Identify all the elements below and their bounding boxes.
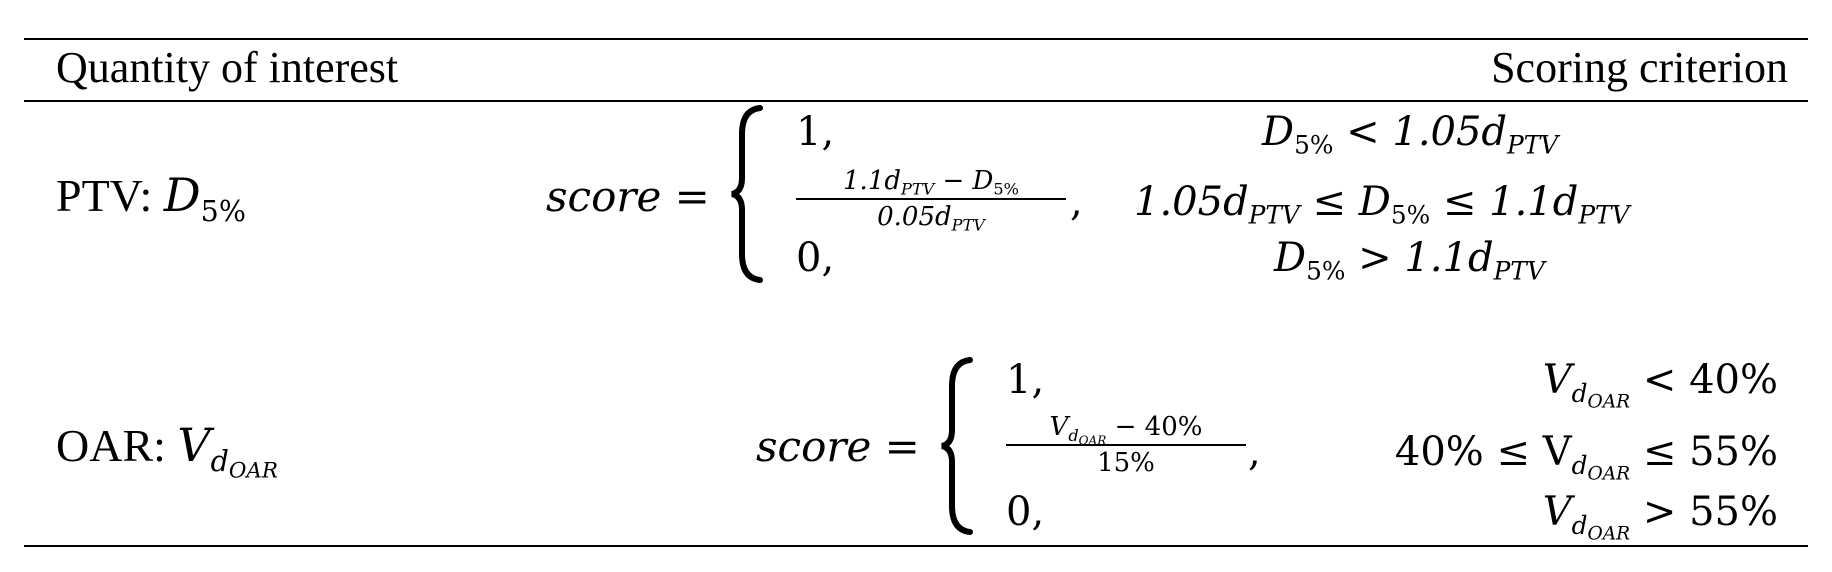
header-quantity: Quantity of interest — [56, 43, 399, 92]
row-ptv-case2-comma: , — [1070, 179, 1083, 225]
row-oar-score-lhs: score = — [756, 422, 920, 471]
row-ptv-case3-value: 0, — [796, 235, 835, 281]
table-top-rule — [24, 38, 1808, 40]
row-oar-case2-comma: , — [1248, 429, 1261, 475]
table-bottom-rule — [24, 545, 1808, 547]
row-ptv-case1-condition: D5% < 1.05dPTV — [1262, 109, 1559, 160]
row-ptv-case3-condition: D5% > 1.1dPTV — [1274, 235, 1545, 286]
header-criterion: Scoring criterion — [1491, 43, 1788, 92]
row-ptv-score-lhs: score = — [546, 172, 710, 221]
row-oar-case1-condition: VdOAR < 40% — [1542, 357, 1778, 413]
row-oar-label-prefix: OAR: — [56, 420, 178, 471]
row-ptv-case2-fraction: 1.1dPTV − D5% 0.05dPTV — [796, 168, 1066, 233]
row-oar-label-sub: dOAR — [210, 444, 278, 484]
row-oar-case3-condition: VdOAR > 55% — [1542, 489, 1778, 545]
row-oar-label-var: V — [177, 418, 211, 472]
row-oar-case1-value: 1, — [1006, 357, 1045, 403]
table-header-rule — [24, 100, 1808, 102]
row-ptv-brace — [731, 105, 763, 283]
row-ptv-case1-value: 1, — [796, 109, 835, 155]
row-oar-case2-fraction: VdOAR − 40% 15% — [1006, 414, 1246, 476]
row-ptv-case2-condition: 1.05dPTV ≤ D5% ≤ 1.1dPTV — [1134, 179, 1630, 230]
row-ptv-label: PTV: D5% — [56, 170, 246, 226]
row-ptv-label-var: D — [163, 168, 201, 222]
row-oar-case3-value: 0, — [1006, 489, 1045, 535]
row-oar-brace — [941, 357, 973, 535]
row-ptv-label-sub: 5% — [200, 194, 246, 228]
row-oar-case2-condition: 40% ≤ VdOAR ≤ 55% — [1394, 429, 1778, 485]
row-ptv-label-prefix: PTV: — [56, 170, 164, 221]
row-oar-label: OAR: VdOAR — [56, 420, 278, 482]
